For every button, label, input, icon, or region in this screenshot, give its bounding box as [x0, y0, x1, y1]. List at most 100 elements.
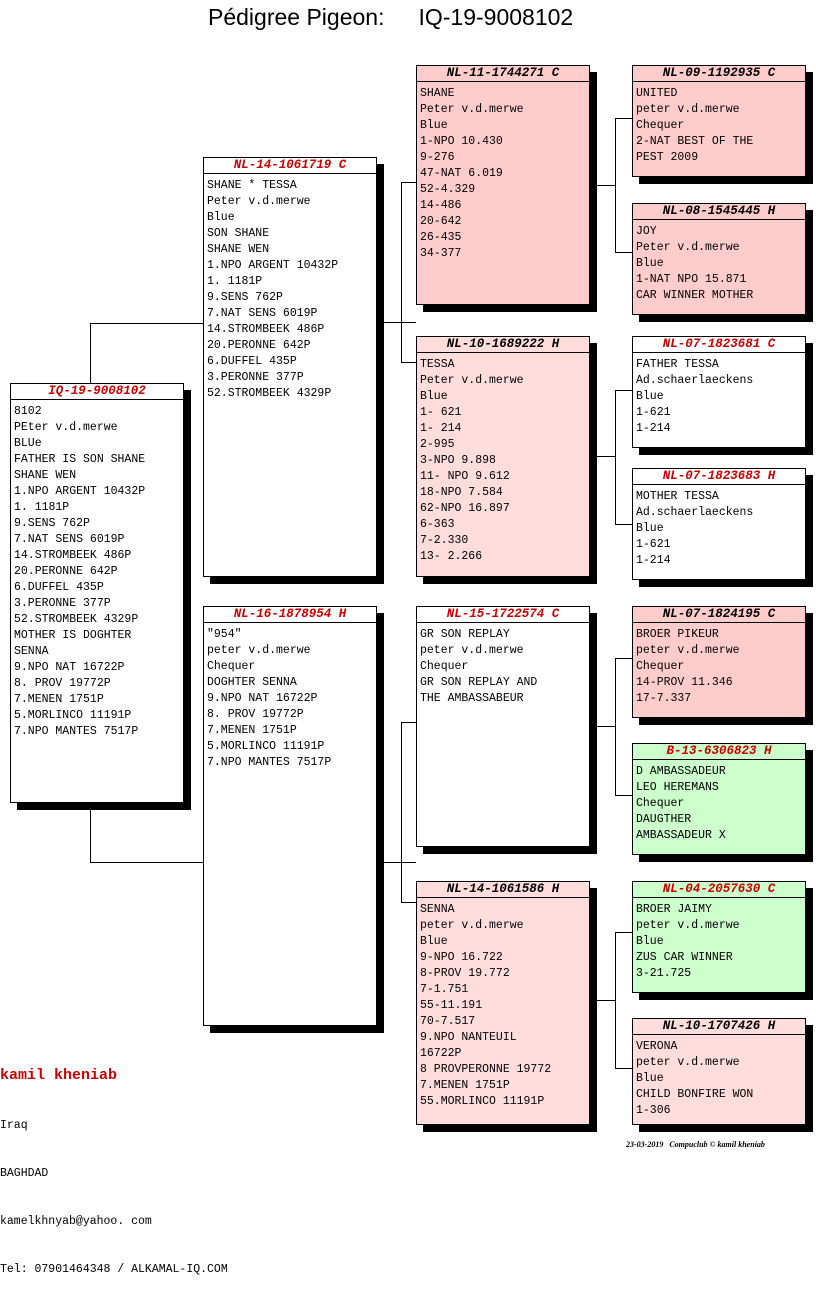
detail-line: peter v.d.merwe	[420, 644, 524, 657]
detail-line: 9-NPO 16.722	[420, 951, 503, 964]
connector-line	[615, 118, 616, 252]
detail-line: 3-21.725	[636, 967, 692, 980]
owner-country: Iraq	[0, 1119, 28, 1132]
detail-line: "954"	[207, 628, 242, 641]
detail-line: 16722P	[420, 1047, 462, 1060]
detail-line: 1-214	[636, 422, 671, 435]
detail-line: BROER JAIMY	[636, 903, 712, 916]
connector-line	[401, 362, 416, 363]
connector-line	[90, 323, 203, 324]
detail-line: peter v.d.merwe	[636, 919, 740, 932]
ring-number: NL-16-1878954 H	[204, 607, 376, 623]
detail-line: 7-2.330	[420, 534, 469, 547]
detail-line: 14-PROV 11.346	[636, 676, 733, 689]
detail-line: 20-642	[420, 215, 462, 228]
detail-line: 6-363	[420, 518, 455, 531]
detail-line: 1. 1181P	[207, 275, 263, 288]
connector-line	[401, 722, 402, 862]
detail-line: 9-276	[420, 151, 455, 164]
connector-line	[615, 658, 632, 659]
connector-line	[401, 182, 402, 322]
detail-line: 52.STROMBEEK 4329P	[14, 613, 139, 626]
detail-line: 8-PROV 19.772	[420, 967, 510, 980]
detail-line: Ad.schaerlaeckens	[636, 506, 754, 519]
connector-line	[597, 726, 615, 727]
detail-line: SHANE	[420, 87, 455, 100]
detail-line: Chequer	[636, 119, 685, 132]
detail-line: BROER PIKEUR	[636, 628, 719, 641]
detail-line: Peter v.d.merwe	[636, 241, 740, 254]
detail-line: Chequer	[420, 660, 469, 673]
detail-line: MOTHER IS DOGHTER	[14, 629, 132, 642]
detail-line: DOGHTER SENNA	[207, 676, 297, 689]
detail-line: SON SHANE	[207, 227, 270, 240]
ring-number: NL-07-1823681 C	[633, 337, 805, 353]
detail-line: peter v.d.merwe	[207, 644, 311, 657]
connector-line	[615, 252, 632, 253]
connector-line	[381, 322, 416, 323]
connector-line	[597, 1000, 615, 1001]
detail-line: 70-7.517	[420, 1015, 476, 1028]
connector-line	[90, 323, 91, 383]
ring-number: NL-09-1192935 C	[633, 66, 805, 82]
detail-line: 9.SENS 762P	[14, 517, 90, 530]
ring-number: NL-07-1823683 H	[633, 469, 805, 485]
owner-email: kamelkhnyab@yahoo. com	[0, 1215, 152, 1228]
ring-number: NL-15-1722574 C	[417, 607, 589, 623]
ring-number: NL-04-2057630 C	[633, 882, 805, 898]
connector-line	[615, 932, 632, 933]
detail-line: 1-621	[636, 538, 671, 551]
detail-line: 55-11.191	[420, 999, 483, 1012]
title-label: Pédigree Pigeon:	[208, 4, 385, 30]
detail-line: 8. PROV 19772P	[14, 677, 111, 690]
detail-line: 3.PERONNE 377P	[14, 597, 111, 610]
detail-line: Blue	[420, 119, 448, 132]
detail-line: 7.MENEN 1751P	[207, 724, 297, 737]
detail-line: peter v.d.merwe	[636, 103, 740, 116]
detail-line: D AMBASSADEUR	[636, 765, 726, 778]
detail-line: 9.SENS 762P	[207, 291, 283, 304]
connector-line	[615, 390, 632, 391]
owner-phone: Tel: 07901464348 / ALKAMAL-IQ.COM	[0, 1263, 228, 1276]
detail-line: 47-NAT 6.019	[420, 167, 503, 180]
detail-line: SHANE WEN	[207, 243, 270, 256]
connector-line	[615, 118, 632, 119]
ring-number: IQ-19-9008102	[11, 384, 183, 400]
detail-line: 3-NPO 9.898	[420, 454, 496, 467]
detail-line: 1-214	[636, 554, 671, 567]
detail-line: 1-NPO 10.430	[420, 135, 503, 148]
detail-line: ZUS CAR WINNER	[636, 951, 733, 964]
detail-line: FATHER TESSA	[636, 358, 719, 371]
detail-line: JOY	[636, 225, 657, 238]
connector-line	[90, 862, 203, 863]
ring-number: NL-07-1824195 C	[633, 607, 805, 623]
connector-line	[597, 456, 615, 457]
connector-line	[615, 795, 632, 796]
connector-line	[401, 322, 402, 362]
detail-line: 7.NAT SENS 6019P	[14, 533, 125, 546]
ring-number: NL-10-1689222 H	[417, 337, 589, 353]
connector-line	[615, 1068, 632, 1069]
detail-line: 1- 214	[420, 422, 462, 435]
detail-line: 1-621	[636, 406, 671, 419]
detail-line: Blue	[636, 522, 664, 535]
detail-line: 1.NPO ARGENT 10432P	[207, 259, 339, 272]
detail-line: 8. PROV 19772P	[207, 708, 304, 721]
detail-line: 18-NPO 7.584	[420, 486, 503, 499]
detail-line: BLUe	[14, 437, 42, 450]
detail-line: Blue	[636, 935, 664, 948]
detail-line: 11- NPO 9.612	[420, 470, 510, 483]
